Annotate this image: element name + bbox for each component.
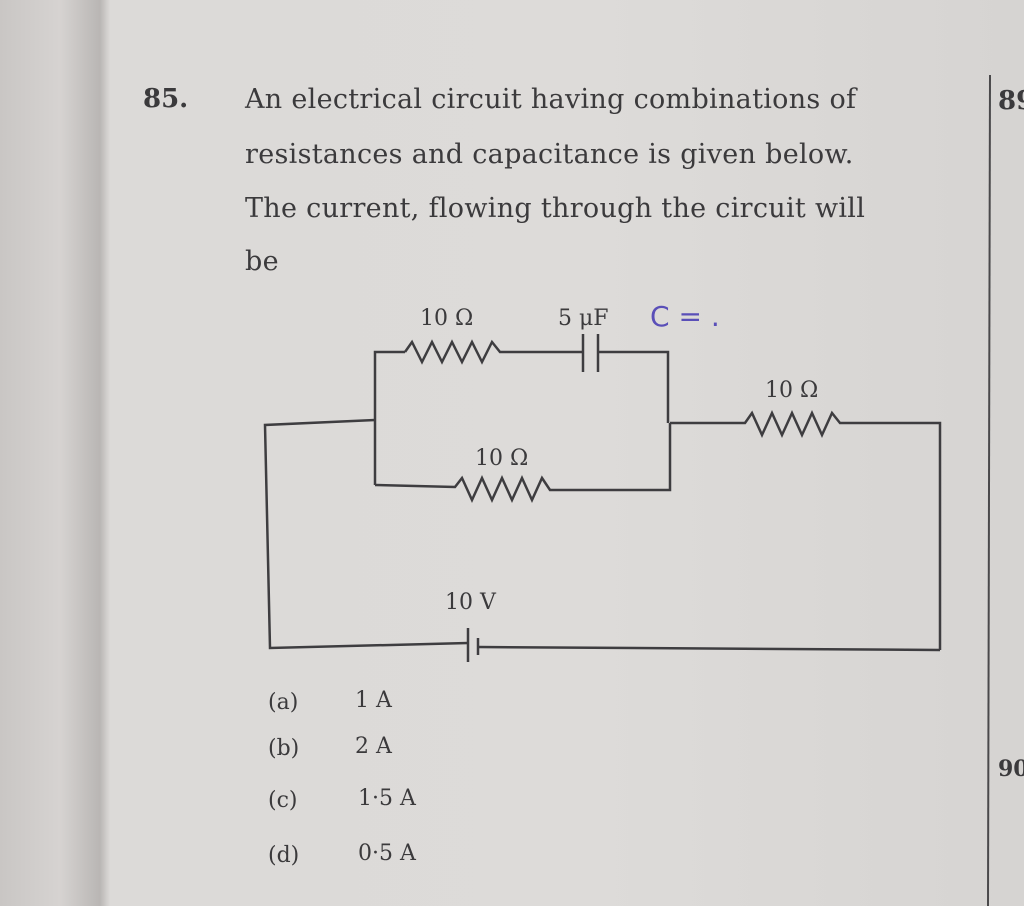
- label-capacitor: 5 μF: [558, 306, 609, 331]
- option-d-label: (d): [268, 843, 300, 868]
- option-a-label: (a): [268, 690, 299, 715]
- question-number: 85.: [143, 84, 189, 114]
- option-b-label: (b): [268, 736, 300, 761]
- column-divider: [987, 74, 991, 906]
- label-battery: 10 V: [445, 590, 496, 615]
- label-series-resistor: 10 Ω: [765, 378, 819, 403]
- resistor-series: [670, 409, 942, 650]
- next-question-89: 89: [998, 86, 1024, 116]
- option-a-value: 1 A: [355, 688, 392, 713]
- label-top-resistor: 10 Ω: [420, 306, 474, 331]
- question-line-2: resistances and capacitance is given bel…: [245, 139, 854, 170]
- wire-top: [373, 350, 405, 485]
- label-bottom-resistor: 10 Ω: [475, 446, 529, 471]
- question-line-4: be: [245, 246, 279, 277]
- wire-top-right: [598, 350, 670, 423]
- wire-left: [263, 418, 469, 650]
- option-c-value: 1·5 A: [358, 786, 416, 811]
- option-b-value: 2 A: [355, 734, 392, 759]
- option-c-label: (c): [268, 788, 298, 813]
- resistor-top: [403, 339, 583, 365]
- question-line-3: The current, flowing through the circuit…: [245, 193, 866, 224]
- next-question-90: 90: [998, 756, 1024, 782]
- resistor-bottom: [374, 423, 672, 504]
- question-line-1: An electrical circuit having combination…: [245, 84, 857, 115]
- handwritten-note: C = .: [650, 300, 720, 333]
- wire-bottom: [477, 645, 941, 652]
- option-d-value: 0·5 A: [358, 841, 416, 866]
